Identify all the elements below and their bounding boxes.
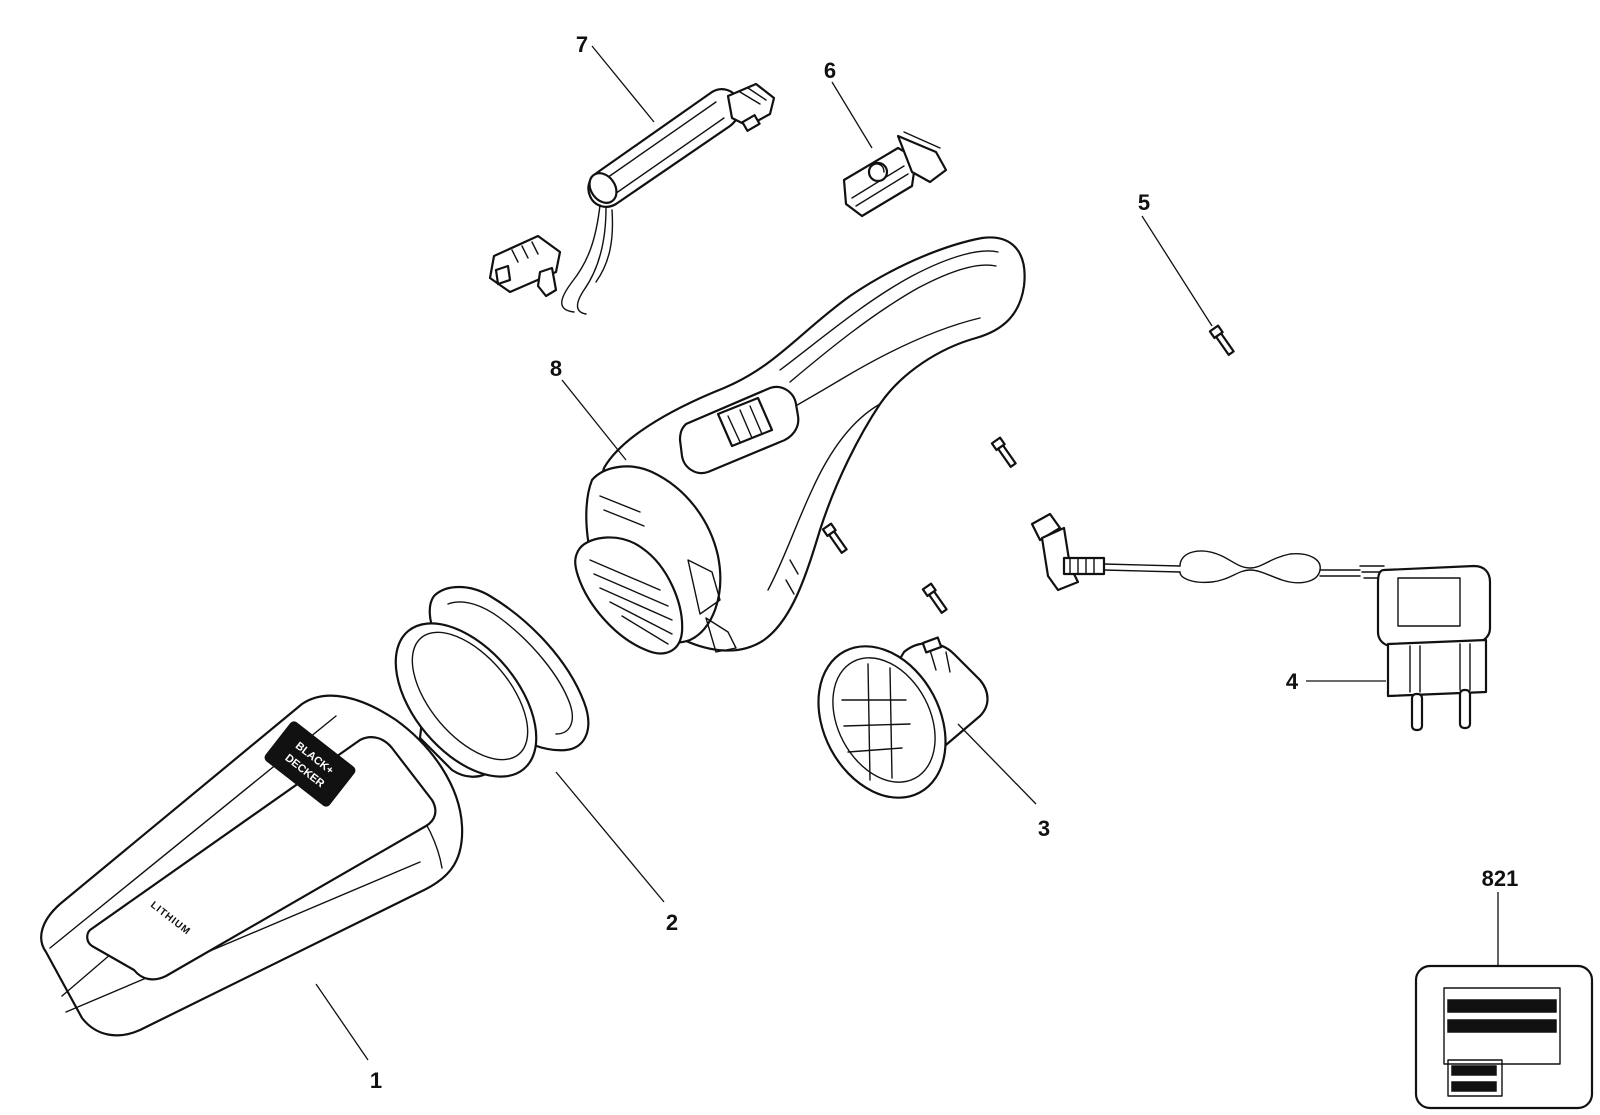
callout-3: 3 [1038,816,1050,841]
leader-7 [591,45,655,123]
screw-b [990,436,1017,468]
leader-6 [831,81,873,149]
part-5-screws [821,324,1235,614]
leader-8 [561,379,627,461]
callout-5: 5 [1138,190,1150,215]
part-2-filter [394,586,590,778]
part-1-dust-bowl: BLACK+ DECKER LITHIUM [40,694,464,1037]
part-6-switch-slider [842,131,948,218]
callout-1: 1 [370,1068,382,1093]
part-8-main-housing [574,236,1026,655]
callout-821: 821 [1482,866,1519,891]
callout-2: 2 [666,910,678,935]
screw-a [1208,324,1235,356]
leader-2 [555,771,665,903]
callout-numbers: 1 2 3 4 5 6 7 8 821 [370,32,1518,1093]
callout-7: 7 [576,32,588,57]
screw-c [821,522,848,554]
callout-4: 4 [1286,669,1299,694]
screw-d [921,582,948,614]
leader-1 [315,983,369,1061]
part-4-charger [1030,512,1492,732]
leader-3 [957,723,1037,805]
leader-lines [315,45,1499,1061]
part-7-battery-pack [488,82,776,315]
callout-6: 6 [824,58,836,83]
callout-8: 8 [550,356,562,381]
part-821-rating-label [1414,964,1594,1110]
part-3-motor-assembly [817,636,989,799]
leader-5 [1141,215,1213,327]
